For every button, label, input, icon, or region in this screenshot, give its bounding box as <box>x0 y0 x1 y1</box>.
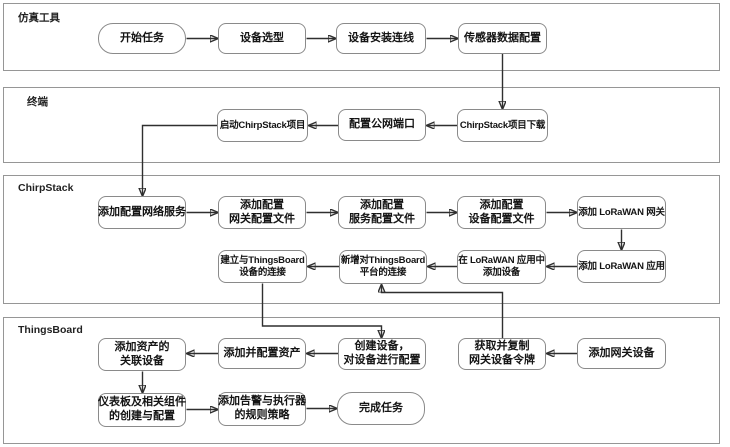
flow-node-add-lorawan-gateway: 添加 LoRaWAN 网关 <box>577 196 666 229</box>
flow-node-add-gateway-device: 添加网关设备 <box>577 338 666 369</box>
lane-label-simulation-tools: 仿真工具 <box>18 12 60 24</box>
flow-node-finish-task: 完成任务 <box>337 392 425 425</box>
flow-node-public-port-config: 配置公网端口 <box>338 109 426 141</box>
flow-node-device-config-file: 添加配置 设备配置文件 <box>457 196 546 229</box>
flow-node-chirpstack-launch: 启动ChirpStack项目 <box>217 109 308 142</box>
flow-node-add-configure-asset: 添加并配置资产 <box>218 338 306 369</box>
flow-node-dashboard-components: 仪表板及相关组件 的创建与配置 <box>98 393 186 427</box>
flow-node-sensor-data-config: 传感器数据配置 <box>458 23 547 54</box>
flow-node-create-configure-device: 创建设备， 对设备进行配置 <box>338 338 426 370</box>
flow-node-add-device-in-app: 在 LoRaWAN 应用中 添加设备 <box>457 250 546 284</box>
edge-copy-token-tb-conn <box>382 285 504 338</box>
flow-node-alarm-actuator-rules: 添加告警与执行器 的规则策略 <box>218 392 306 426</box>
flow-node-service-config-file: 添加配置 服务配置文件 <box>338 196 426 229</box>
edge-cs-launch-net-service <box>143 124 217 197</box>
flow-node-device-select: 设备选型 <box>218 23 306 54</box>
flow-node-network-service-config: 添加配置网络服务 <box>98 196 186 229</box>
lane-label-terminal: 终端 <box>27 96 48 108</box>
lane-label-chirpstack: ChirpStack <box>18 182 74 194</box>
flow-node-copy-gateway-token: 获取并复制 网关设备令牌 <box>458 338 546 370</box>
flow-node-asset-related-devices: 添加资产的 关联设备 <box>98 338 186 371</box>
flow-node-chirpstack-download: ChirpStack项目下载 <box>457 109 548 142</box>
swimlane-terminal: 终端 <box>3 87 720 163</box>
flow-node-thingsboard-device-connection: 建立与ThingsBoard 设备的连接 <box>218 250 307 283</box>
flow-node-new-thingsboard-connection: 新增对ThingsBoard 平台的连接 <box>339 250 427 284</box>
flow-node-add-lorawan-app: 添加 LoRaWAN 应用 <box>577 250 666 283</box>
flow-node-device-install-wiring: 设备安装连线 <box>336 23 426 54</box>
edge-tb-dev-conn-create-dev <box>261 283 382 339</box>
lane-label-thingsboard: ThingsBoard <box>18 324 83 336</box>
flow-node-start-task: 开始任务 <box>98 23 186 54</box>
flow-node-gateway-config-file: 添加配置 网关配置文件 <box>218 196 306 229</box>
